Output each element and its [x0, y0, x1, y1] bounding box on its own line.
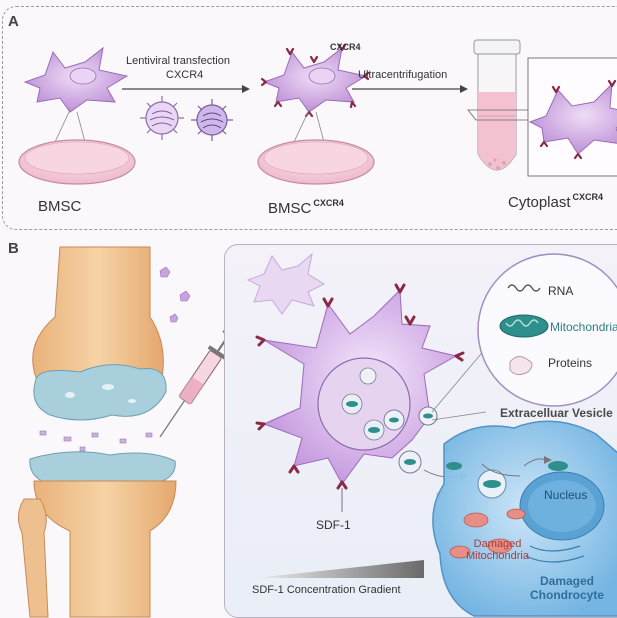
bmsc-cxcr4-superscript: CXCR4: [313, 198, 344, 208]
arrow1-label-line2: CXCR4: [166, 69, 204, 81]
damaged-mito-line2: Mitochondria: [466, 550, 529, 562]
bmsc-caption: BMSC: [38, 198, 82, 215]
extracellular-vesicle-label: Extracelluar Vesicle: [500, 406, 613, 420]
chondrocyte-line1: Damaged: [539, 574, 595, 588]
damaged-mitochondria-label: Damaged Mitochondria: [466, 538, 529, 562]
cytoplast-chondrocyte-illustration: [246, 252, 617, 617]
panel-a-label: A: [8, 13, 19, 30]
transfection-arrow: [122, 85, 250, 93]
cell-cxcr4-tag: CXCR4: [330, 42, 361, 52]
bmsc-cell-illustration: [18, 46, 136, 185]
ultracentrifugation-label: Ultracentrifugation: [358, 69, 448, 81]
damaged-mito-line1: Damaged: [473, 538, 522, 550]
cytoplast-superscript: CXCR4: [572, 192, 604, 202]
bmsc-cxcr4-cell-illustration: [257, 43, 375, 185]
sdf1-label: SDF-1: [316, 518, 351, 532]
proteins-label: Proteins: [548, 356, 593, 370]
chondrocyte-line2: Chondrocyte: [530, 588, 605, 602]
panel-b-label: B: [8, 240, 19, 257]
ultracentrifugation-arrow: [352, 85, 468, 93]
centrifuge-tube: [467, 39, 539, 171]
damaged-chondrocyte-label: Damaged Chondrocyte: [530, 574, 604, 602]
rna-label: RNA: [548, 284, 574, 298]
knee-joint-illustration: [18, 246, 237, 618]
lentivirus-icons: [140, 96, 233, 141]
panel-a-frame: [2, 6, 617, 230]
mitochondria-label: Mitochondria: [550, 320, 617, 334]
arrow1-label-line1: Lentiviral transfection: [126, 55, 230, 67]
nucleus-label: Nucleus: [544, 488, 588, 502]
sdf1-gradient-label: SDF-1 Concentration Gradient: [252, 584, 401, 596]
cytoplast-cell-box: [527, 57, 617, 177]
